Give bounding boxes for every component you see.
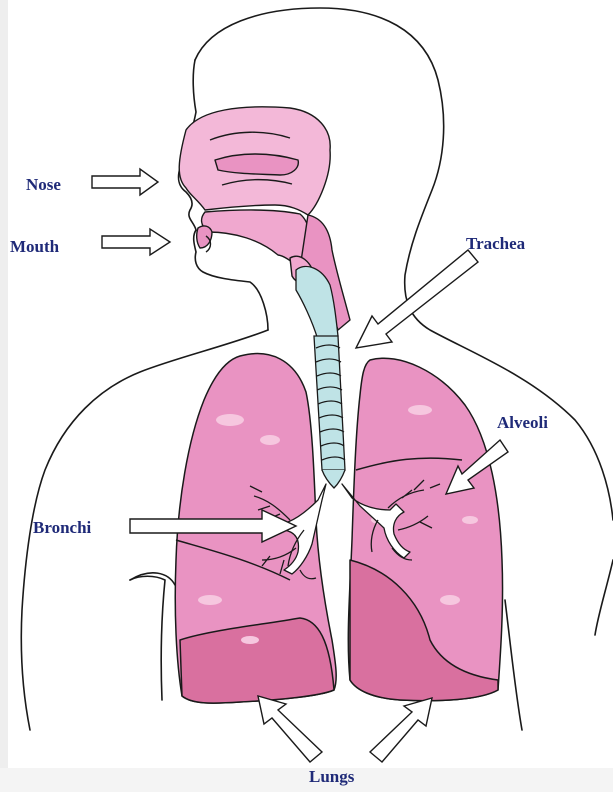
bronchi-label: Bronchi [33, 518, 92, 537]
mouth-label: Mouth [10, 237, 60, 256]
trachea-label: Trachea [466, 234, 526, 253]
left-margin [0, 0, 8, 792]
lungs-label: Lungs [309, 767, 355, 786]
alveoli-label: Alveoli [497, 413, 548, 432]
bottom-margin [0, 768, 613, 792]
nose-label: Nose [26, 175, 61, 194]
